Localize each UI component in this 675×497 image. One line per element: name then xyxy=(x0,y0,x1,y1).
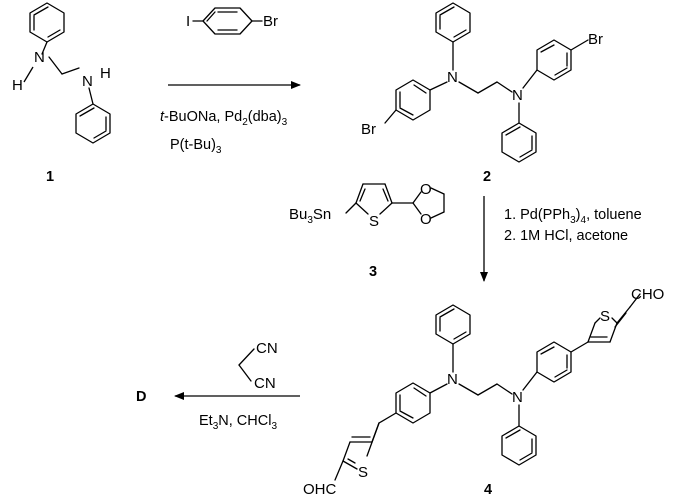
step-3-conditions: Et3N, CHCl3 xyxy=(199,413,277,432)
step-1: I Br t-BuONa, Pd2(dba)3 P(t-Bu)3 xyxy=(160,7,301,156)
compound-2-n2: N xyxy=(512,87,523,104)
compound-3-o1: O xyxy=(420,181,432,198)
compound-1-bonds xyxy=(29,2,111,144)
step-2: 1. Pd(PPh3)4, toluene 2. 1M HCl, acetone xyxy=(480,196,642,282)
iodobromobenzene-ring xyxy=(192,7,263,35)
compound-4-s2: S xyxy=(600,308,610,325)
compound-2-label: 2 xyxy=(483,169,491,185)
compound-4-label: 4 xyxy=(484,482,492,497)
compound-3-label: 3 xyxy=(369,264,377,280)
compound-3: Bu3Sn S O O 3 xyxy=(289,181,445,280)
malononitrile-bonds xyxy=(238,348,255,382)
compound-1-h2: H xyxy=(100,65,111,82)
compound-4-ohc: OHC xyxy=(303,481,337,497)
compound-3-o2: O xyxy=(420,211,432,228)
step-1-ligand-text: P(t-Bu)3 xyxy=(170,137,222,156)
malononitrile-cn-top: CN xyxy=(256,340,278,357)
compound-2-bonds xyxy=(384,2,589,163)
compound-2-br2: Br xyxy=(588,31,603,48)
compound-2-br1: Br xyxy=(361,121,376,138)
compound-4-s1: S xyxy=(358,464,368,481)
compound-1-n1: N xyxy=(34,49,45,66)
reagent-bromo-atom: Br xyxy=(263,13,278,30)
compound-2: N N Br Br 2 xyxy=(361,2,603,185)
compound-1-n2: N xyxy=(82,73,93,90)
step-1-base-text: t-BuONa, Pd2(dba)3 xyxy=(160,109,288,128)
compound-3-s: S xyxy=(369,213,379,230)
step-2-line-2: 2. 1M HCl, acetone xyxy=(504,228,628,244)
step-2-line-1: 1. Pd(PPh3)4, toluene xyxy=(504,207,642,226)
product-d-label: D xyxy=(136,389,146,405)
compound-4-n2: N xyxy=(512,389,523,406)
compound-3-bonds xyxy=(345,183,445,219)
compound-3-tin: Bu3Sn xyxy=(289,206,331,226)
step-3: CN CN D Et3N, CHCl3 xyxy=(136,340,300,432)
reagent-iodo-atom: I xyxy=(186,13,190,30)
malononitrile-cn-bottom: CN xyxy=(254,375,276,392)
compound-1-label: 1 xyxy=(46,169,54,185)
compound-2-n1: N xyxy=(447,69,458,86)
compound-4-cho: CHO xyxy=(631,286,664,303)
compound-1-h1: H xyxy=(12,77,23,94)
compound-4-bonds xyxy=(334,293,641,481)
compound-4: N N S S CHO OHC 4 xyxy=(303,286,664,497)
compound-1: N H N H 1 xyxy=(12,2,111,185)
compound-4-n1: N xyxy=(447,371,458,388)
